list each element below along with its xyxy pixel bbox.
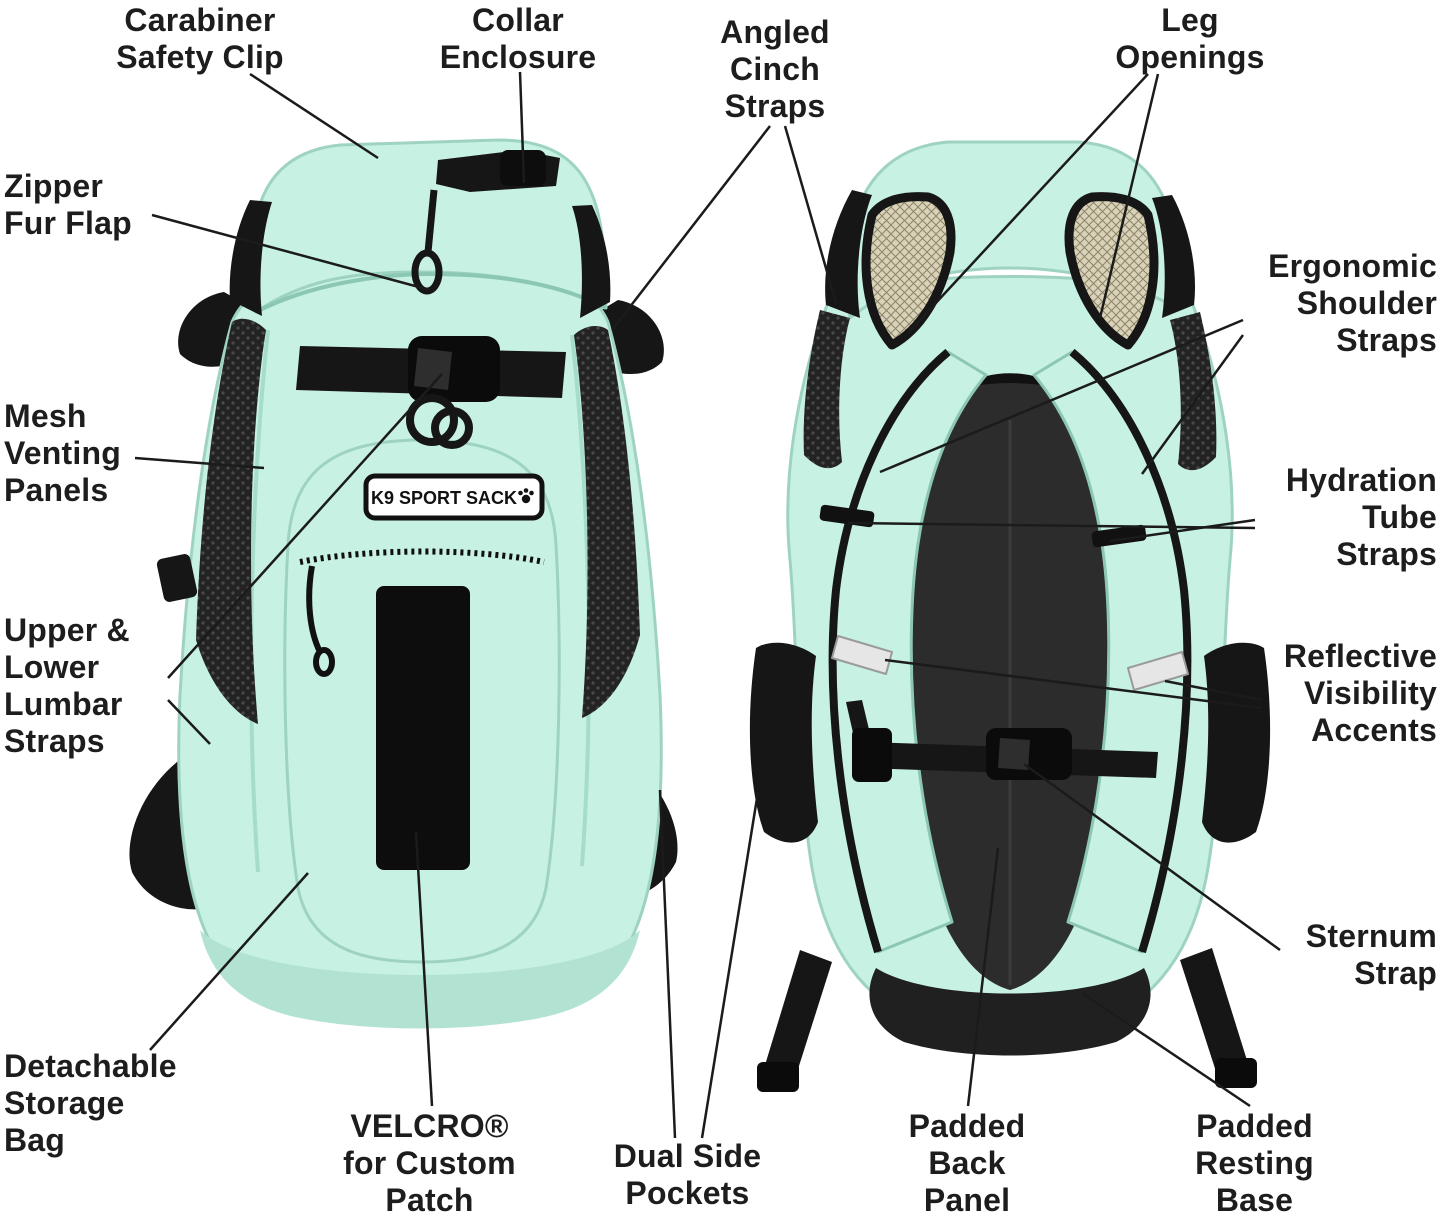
leader-line — [149, 872, 309, 1051]
sternum-strap-art — [846, 700, 1158, 782]
reflective-strip-right — [1127, 651, 1189, 691]
leader-line — [1109, 518, 1256, 543]
label-reflective-visibility-accents: Reflective Visibility Accents — [1283, 638, 1437, 748]
leader-line — [658, 789, 677, 1139]
leg-opening-left — [861, 192, 956, 350]
label-angled-cinch-straps: Angled Cinch Straps — [720, 14, 830, 124]
label-leg-openings: Leg Openings — [1115, 2, 1265, 75]
label-hydration-tube-straps: Hydration Tube Straps — [1285, 462, 1437, 572]
label-mesh-venting-panels: Mesh Venting Panels — [4, 398, 121, 508]
d-ring — [406, 394, 458, 446]
d-ring — [431, 407, 473, 449]
zipper-pull — [306, 565, 335, 677]
cinch-strap — [296, 336, 566, 449]
hydration-strap-right — [1091, 524, 1147, 548]
flap-edge-left — [229, 200, 272, 316]
leader-line — [1081, 991, 1251, 1108]
zipper — [299, 548, 545, 565]
leader-line — [1023, 762, 1281, 952]
shoulder-strap-left-trim — [828, 348, 951, 954]
velcro-patch — [376, 586, 470, 870]
flap-edge-right-back — [1152, 195, 1196, 318]
reflective-strip-left — [831, 635, 893, 675]
label-velcro-custom-patch: VELCRO® for Custom Patch — [343, 1108, 516, 1218]
leader-line — [611, 125, 771, 331]
side-pocket-right — [1202, 642, 1271, 843]
mesh-panel-right — [574, 325, 640, 718]
label-detachable-storage-bag: Detachable Storage Bag — [4, 1048, 177, 1158]
hang-strap-left — [757, 950, 832, 1092]
carabiner-clip — [411, 189, 443, 295]
label-sternum-strap: Sternum Strap — [1305, 918, 1437, 991]
paw-icon — [518, 488, 534, 504]
leader-line — [700, 791, 760, 1139]
leader-line — [884, 658, 1263, 710]
hang-strap-right — [1180, 948, 1257, 1088]
leader-line — [907, 73, 1149, 334]
brand-patch: K9 SPORT SACK — [363, 473, 545, 521]
leader-line — [1098, 73, 1160, 319]
label-carabiner-safety-clip: Carabiner Safety Clip — [116, 2, 284, 75]
leader-line — [167, 373, 443, 679]
leader-line — [518, 71, 526, 184]
strap-keeper — [156, 554, 198, 602]
label-ergonomic-shoulder-straps: Ergonomic Shoulder Straps — [1268, 248, 1437, 358]
back-view-illustration — [749, 140, 1271, 1092]
hydration-strap-left — [819, 504, 875, 528]
leader-line — [1164, 679, 1263, 702]
label-dual-side-pockets: Dual Side Pockets — [613, 1138, 762, 1211]
leader-line — [847, 521, 1256, 530]
flap-shadow — [255, 272, 607, 314]
label-padded-back-panel: Padded Back Panel — [908, 1108, 1026, 1218]
flap-edge-left-back — [825, 190, 872, 318]
side-pocket-left — [749, 642, 818, 843]
seam-left — [249, 329, 270, 873]
leader-line — [249, 72, 379, 160]
leader-lines — [134, 71, 1281, 1139]
bag-bottom-shade — [200, 930, 640, 1029]
resting-base — [869, 968, 1151, 1056]
brand-patch-text: K9 SPORT SACK — [371, 488, 517, 508]
leader-line — [1140, 334, 1245, 475]
shoulder-strap-right-trim — [1069, 348, 1192, 954]
mesh-panel-left — [196, 318, 266, 724]
leader-line — [783, 125, 838, 304]
leader-line — [134, 456, 265, 470]
mesh-edge-right — [1170, 312, 1217, 471]
front-view-illustration: K9 SPORT SACK — [129, 138, 678, 1029]
leader-line — [879, 318, 1244, 474]
leader-line — [414, 831, 434, 1107]
leader-line — [966, 847, 1000, 1107]
label-zipper-fur-flap: Zipper Fur Flap — [4, 168, 132, 241]
leader-line — [151, 213, 431, 292]
label-upper-lower-lumbar-straps: Upper & Lower Lumbar Straps — [4, 612, 130, 759]
label-padded-resting-base: Padded Resting Base — [1195, 1108, 1314, 1218]
flap-edge-right — [572, 205, 611, 318]
label-collar-enclosure: Collar Enclosure — [439, 2, 597, 75]
mesh-edge-left — [803, 310, 850, 469]
leader-line — [167, 699, 211, 745]
